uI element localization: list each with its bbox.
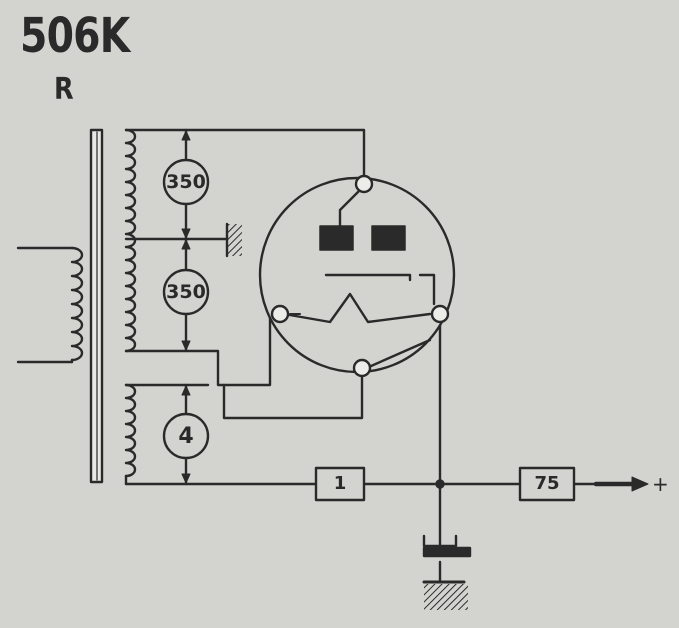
model-variant-label: R <box>54 72 74 107</box>
heater-secondary-winding <box>124 383 137 486</box>
hv-secondary-winding <box>124 128 137 353</box>
positive-output-label: + <box>652 472 669 496</box>
primary-winding <box>16 246 84 364</box>
filter-capacitor <box>422 534 472 558</box>
tube-pins <box>270 174 450 378</box>
output-arrow <box>593 476 649 492</box>
voltage-circle-upper <box>162 158 210 206</box>
rectifier-tube <box>258 176 456 374</box>
voltage-circle-heater <box>162 412 210 460</box>
voltage-label-heater: 4 <box>178 424 194 449</box>
output-ground-symbol <box>422 580 468 610</box>
voltage-label-lower: 350 <box>166 281 206 303</box>
voltage-circle-lower <box>162 268 210 316</box>
transformer-core <box>89 128 104 484</box>
load-resistor-box <box>518 466 576 502</box>
voltage-arrowheads <box>181 130 191 484</box>
series-resistor-box <box>314 466 366 502</box>
chassis-ground-symbol <box>225 222 242 258</box>
model-number-title: 506K <box>20 8 130 64</box>
output-junction-dot <box>435 479 445 489</box>
series-resistor-label: 1 <box>333 473 347 494</box>
load-resistor-label: 75 <box>534 473 560 494</box>
voltage-label-upper: 350 <box>166 171 206 193</box>
